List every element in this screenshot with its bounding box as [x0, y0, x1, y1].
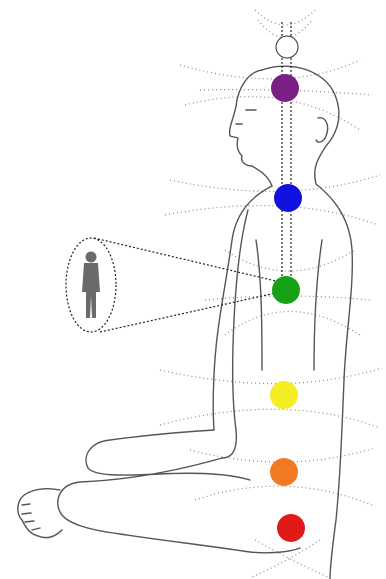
energy-field-crown	[255, 10, 315, 38]
chakra-root	[277, 514, 305, 542]
face-detail	[236, 110, 256, 124]
chakra-third-eye	[271, 74, 299, 102]
chakra-group	[270, 36, 305, 542]
chakra-sacral	[270, 458, 298, 486]
chakra-heart	[272, 276, 300, 304]
upper-leg-outline	[86, 430, 250, 480]
energy-field-group	[160, 10, 382, 578]
chakra-crown	[276, 36, 298, 58]
front-outline	[213, 186, 272, 430]
chakra-throat	[274, 184, 302, 212]
torso-lines	[256, 240, 322, 370]
projection-top	[94, 238, 280, 282]
projection-bottom	[100, 292, 280, 332]
body-outline	[18, 66, 352, 579]
central-channel	[282, 22, 291, 288]
head-outline	[230, 70, 272, 186]
energy-field-throat	[165, 175, 380, 225]
chakra-solar-plexus	[270, 381, 298, 409]
ear-outline	[316, 118, 328, 142]
arm-outline	[222, 210, 248, 458]
person-silhouette-icon	[82, 252, 100, 319]
energy-field-root	[250, 540, 330, 578]
